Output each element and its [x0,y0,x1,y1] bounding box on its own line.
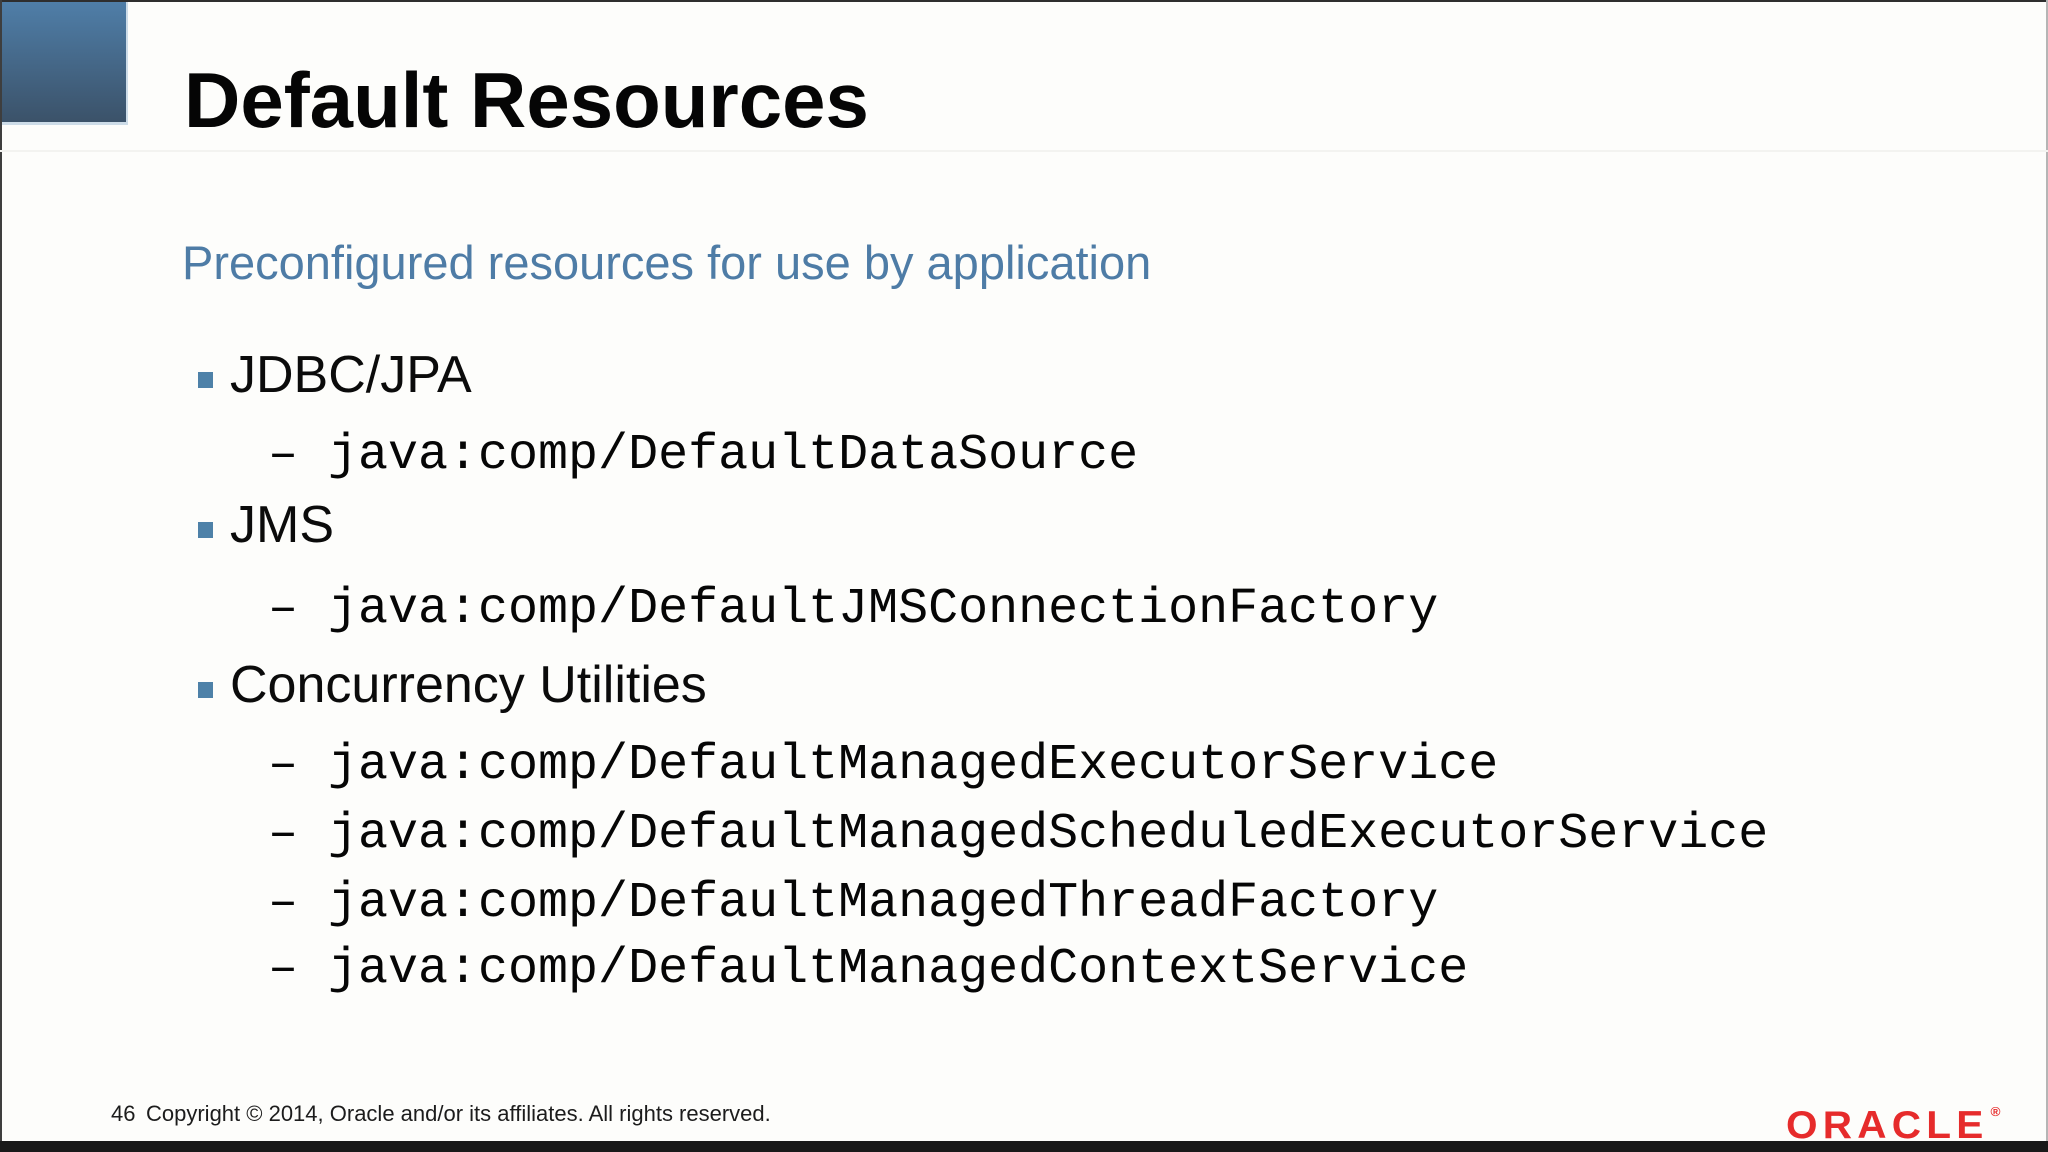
sub-bullet-default-jms-connection-factory: –java:comp/DefaultJMSConnectionFactory [268,584,1438,636]
dash-bullet: – [268,806,299,863]
oracle-logo: ORACLE® [1786,1092,2001,1145]
slide-left-border [0,0,2,1152]
bullet-label: JDBC/JPA [230,346,472,404]
jndi-name: java:comp/DefaultManagedExecutorService [328,737,1499,794]
jndi-name: java:comp/DefaultManagedContextService [328,941,1469,998]
sub-bullet-default-managed-scheduled-executor-service: –java:comp/DefaultManagedScheduledExecut… [268,809,1768,861]
bullet-item-jdbc-jpa: JDBC/JPA [198,348,472,402]
corner-decoration-square [2,2,128,125]
page-number: 46 [111,1101,136,1126]
jndi-name: java:comp/DefaultManagedThreadFactory [328,875,1439,932]
bullet-item-jms: JMS [198,498,334,552]
slide-right-border [2046,0,2048,1152]
copyright-notice: Copyright © 2014, Oracle and/or its affi… [146,1101,771,1126]
dash-bullet: – [268,737,299,794]
slide-subtitle: Preconfigured resources for use by appli… [182,236,1152,289]
dash-bullet: – [268,875,299,932]
dash-bullet: – [268,581,299,638]
sub-bullet-default-managed-thread-factory: –java:comp/DefaultManagedThreadFactory [268,878,1438,930]
jndi-name: java:comp/DefaultJMSConnectionFactory [328,581,1439,638]
slide-top-border [0,0,2048,2]
oracle-logo-text: ORACLE [1786,1104,1989,1147]
bullet-label: JMS [230,496,334,554]
sub-bullet-default-datasource: –java:comp/DefaultDataSource [268,430,1138,482]
bullet-label: Concurrency Utilities [230,656,707,714]
bullet-item-concurrency-utilities: Concurrency Utilities [198,658,707,712]
bullet-square-icon [198,522,213,538]
slide-bottom-bar [0,1141,2048,1152]
dash-bullet: – [268,427,299,484]
header-divider [0,150,2048,152]
jndi-name: java:comp/DefaultManagedScheduledExecuto… [328,806,1769,863]
bullet-square-icon [198,682,213,698]
jndi-name: java:comp/DefaultDataSource [328,427,1139,484]
bullet-square-icon [198,372,213,388]
dash-bullet: – [268,941,299,998]
sub-bullet-default-managed-executor-service: –java:comp/DefaultManagedExecutorService [268,740,1498,792]
slide-title: Default Resources [184,56,869,144]
registered-trademark-icon: ® [1990,1104,2001,1119]
sub-bullet-default-managed-context-service: –java:comp/DefaultManagedContextService [268,944,1468,996]
